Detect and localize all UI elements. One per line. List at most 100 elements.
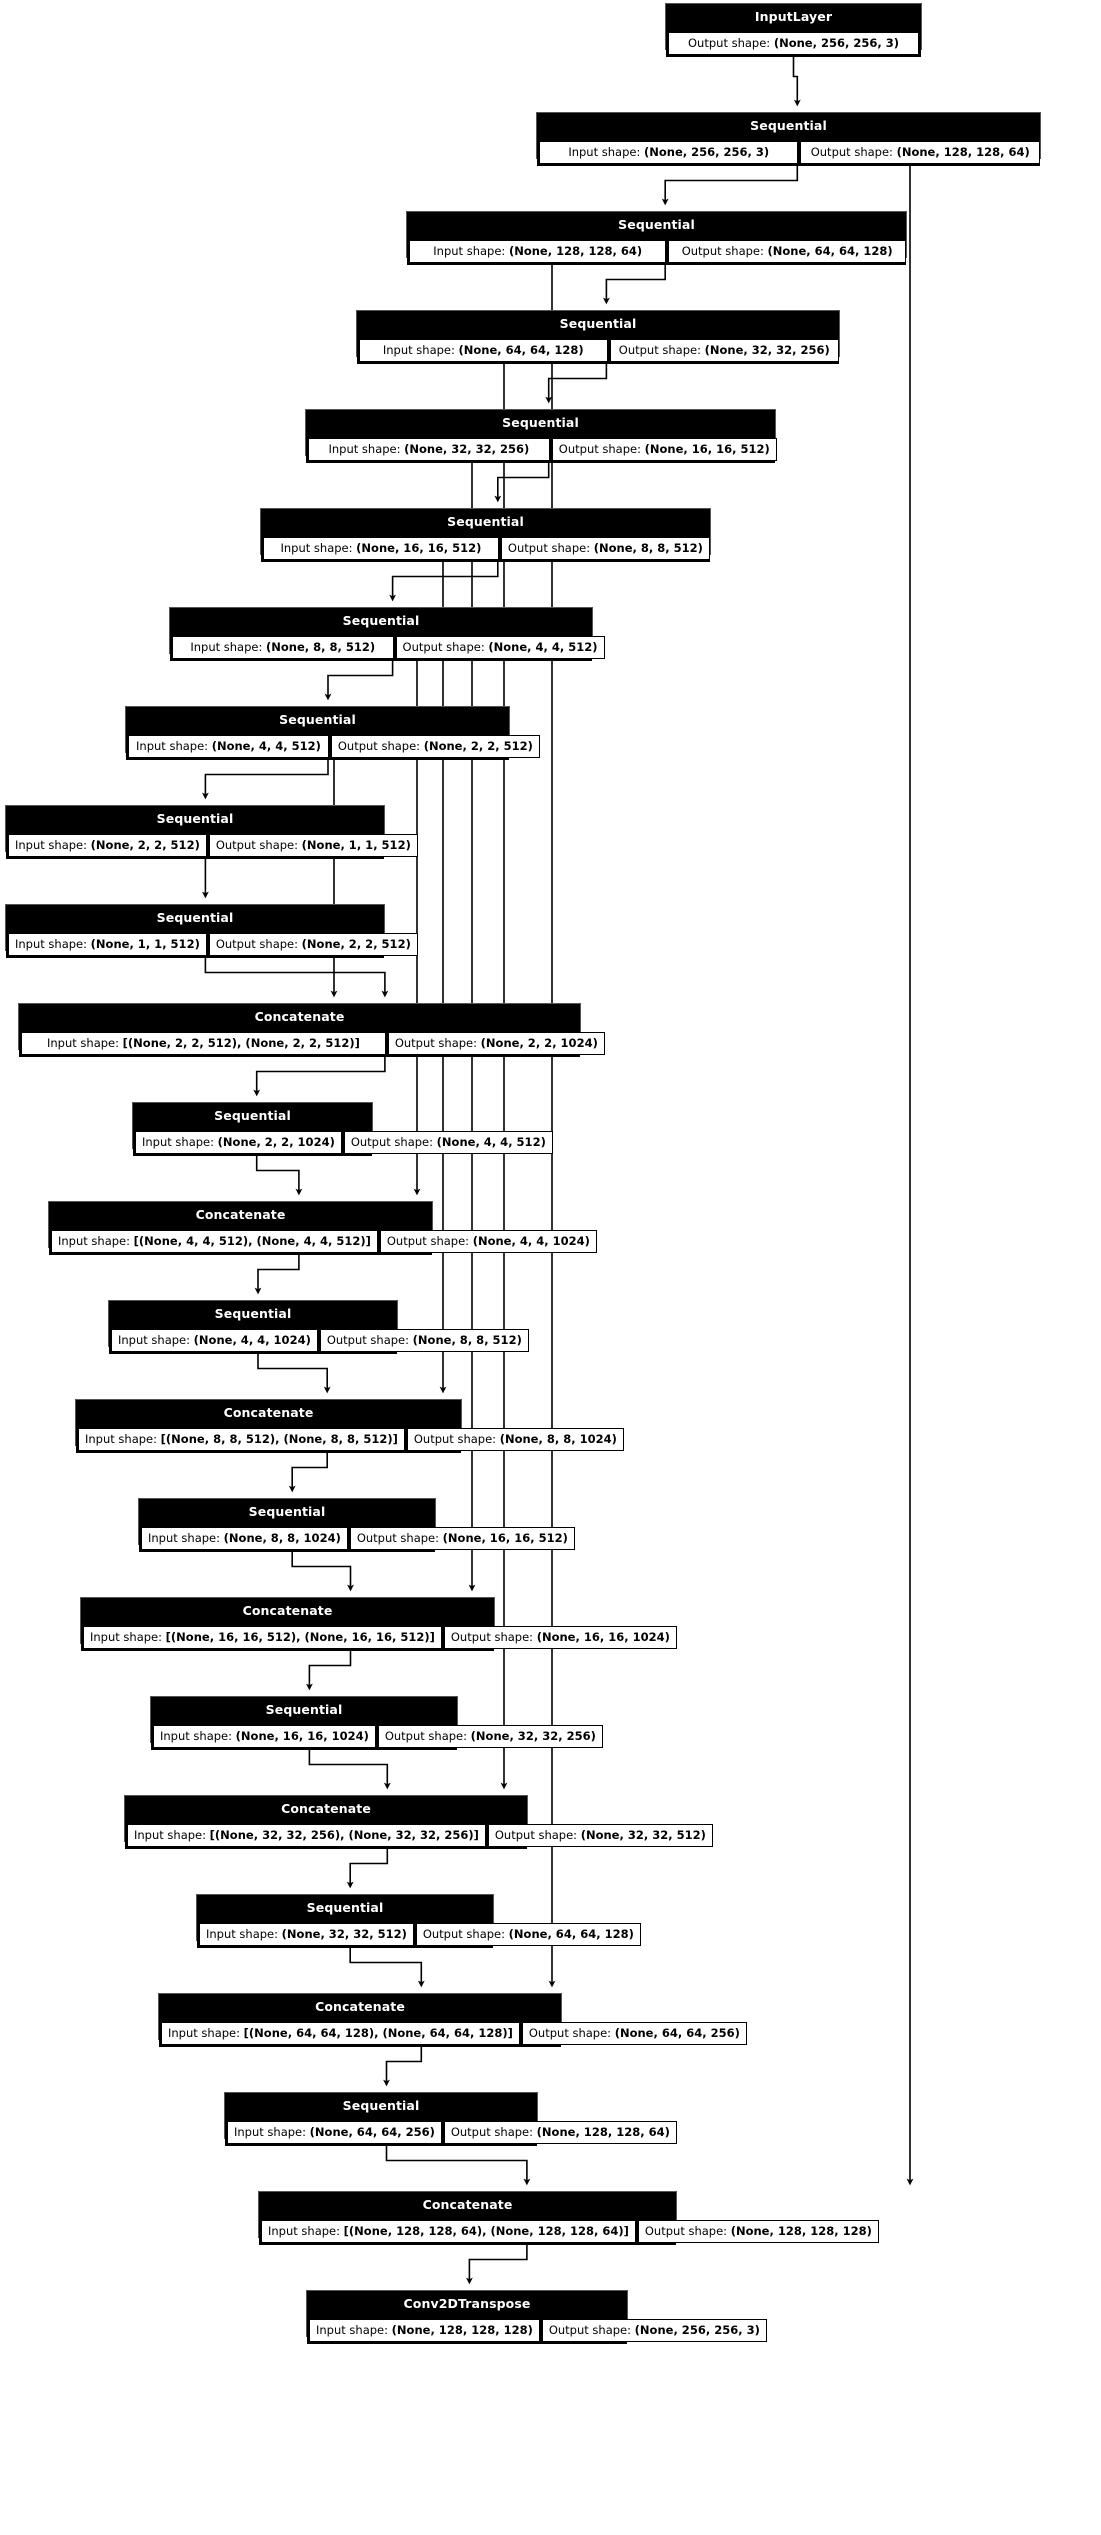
layer-type-label: Sequential — [306, 1900, 384, 1915]
output-shape: Output shape: (None, 128, 128, 64) — [443, 2120, 677, 2144]
layer-type-label: InputLayer — [754, 9, 833, 24]
output-shape: Output shape: (None, 2, 2, 1024) — [387, 1031, 605, 1055]
input-shape-label: Input shape: — [15, 837, 88, 852]
input-shape-value: (None, 1, 1, 512) — [90, 936, 200, 951]
layer-type-label: Sequential — [502, 415, 579, 430]
layer-shape-row: Input shape: (None, 2, 2, 512)Output sha… — [6, 833, 418, 859]
input-shape-value: [(None, 4, 4, 512), (None, 4, 4, 512)] — [133, 1233, 371, 1248]
output-shape-value: (None, 8, 8, 512) — [593, 540, 703, 555]
output-shape-label: Output shape: — [450, 1629, 534, 1644]
layer-shape-row: Input shape: [(None, 4, 4, 512), (None, … — [49, 1229, 597, 1255]
input-shape-label: Input shape: — [148, 1530, 221, 1545]
input-shape: Input shape: (None, 32, 32, 256) — [308, 437, 550, 461]
input-shape: Input shape: (None, 16, 16, 512) — [263, 536, 499, 560]
output-shape-label: Output shape: — [644, 2223, 728, 2238]
input-shape: Input shape: (None, 4, 4, 512) — [128, 734, 329, 758]
input-shape: Input shape: (None, 2, 2, 512) — [8, 833, 207, 857]
layer-type-label: Sequential — [265, 1702, 343, 1717]
edge-n1-to-n22 — [906, 158, 1030, 2186]
layer-shape-row: Input shape: (None, 8, 8, 512)Output sha… — [170, 635, 605, 661]
layer-type-label: Sequential — [342, 613, 420, 628]
input-shape-label: Input shape: — [206, 1926, 279, 1941]
output-shape-value: (None, 32, 32, 512) — [580, 1827, 706, 1842]
input-shape-value: (None, 32, 32, 512) — [281, 1926, 407, 1941]
layer-shape-row: Input shape: (None, 16, 16, 512)Output s… — [261, 536, 710, 562]
output-shape: Output shape: (None, 64, 64, 128) — [415, 1922, 641, 1946]
input-shape-value: (None, 128, 128, 128) — [391, 2322, 533, 2337]
output-shape-value: (None, 8, 8, 512) — [412, 1332, 522, 1347]
input-shape-label: Input shape: — [316, 2322, 389, 2337]
output-shape-label: Output shape: — [394, 1035, 478, 1050]
output-shape-label: Output shape: — [413, 1431, 497, 1446]
layer-type-label: Sequential — [248, 1504, 326, 1519]
layer-type-label: Sequential — [214, 1108, 291, 1123]
input-shape-label: Input shape: — [118, 1332, 191, 1347]
input-shape-label: Input shape: — [136, 738, 209, 753]
output-shape-value: (None, 4, 4, 512) — [488, 639, 598, 654]
input-shape-label: Input shape: — [234, 2124, 307, 2139]
input-shape-value: (None, 256, 256, 3) — [643, 144, 770, 159]
layer-type-label: Concatenate — [195, 1207, 286, 1222]
layer-shape-row: Input shape: [(None, 16, 16, 512), (None… — [81, 1625, 677, 1651]
input-shape-label: Input shape: — [328, 441, 401, 456]
output-shape-label: Output shape: — [810, 144, 893, 159]
output-shape-value: (None, 16, 16, 1024) — [536, 1629, 670, 1644]
output-shape: Output shape: (None, 16, 16, 512) — [551, 437, 777, 461]
input-shape-value: (None, 32, 32, 256) — [404, 441, 530, 456]
output-shape: Output shape: (None, 128, 128, 64) — [800, 140, 1040, 164]
output-shape: Output shape: (None, 32, 32, 512) — [487, 1823, 713, 1847]
output-shape-value: (None, 4, 4, 512) — [436, 1134, 546, 1149]
layer-type-label: Sequential — [342, 2098, 420, 2113]
input-shape: Input shape: (None, 2, 2, 1024) — [135, 1130, 342, 1154]
output-shape-value: (None, 128, 128, 64) — [536, 2124, 670, 2139]
input-shape-value: [(None, 128, 128, 64), (None, 128, 128, … — [343, 2223, 629, 2238]
output-shape: Output shape: (None, 8, 8, 1024) — [406, 1427, 624, 1451]
layer-type-label: Sequential — [214, 1306, 292, 1321]
input-shape-label: Input shape: — [168, 2025, 241, 2040]
input-shape: Input shape: [(None, 4, 4, 512), (None, … — [51, 1229, 378, 1253]
input-shape-value: (None, 16, 16, 512) — [356, 540, 482, 555]
input-shape-label: Input shape: — [268, 2223, 341, 2238]
layer-shape-row: Input shape: [(None, 2, 2, 512), (None, … — [19, 1031, 605, 1057]
output-shape: Output shape: (None, 64, 64, 128) — [668, 239, 906, 263]
output-shape-label: Output shape: — [215, 936, 299, 951]
input-shape: Input shape: (None, 1, 1, 512) — [8, 932, 207, 956]
input-shape-value: [(None, 32, 32, 256), (None, 32, 32, 256… — [209, 1827, 479, 1842]
output-shape-value: (None, 256, 256, 3) — [634, 2322, 760, 2337]
input-shape-label: Input shape: — [568, 144, 641, 159]
input-shape: Input shape: (None, 4, 4, 1024) — [111, 1328, 318, 1352]
input-shape-value: [(None, 2, 2, 512), (None, 2, 2, 512)] — [122, 1035, 360, 1050]
output-shape-label: Output shape: — [558, 441, 641, 456]
output-shape: Output shape: (None, 64, 64, 256) — [521, 2021, 747, 2045]
output-shape: Output shape: (None, 16, 16, 1024) — [443, 1625, 677, 1649]
input-shape: Input shape: (None, 64, 64, 128) — [359, 338, 608, 362]
output-shape-value: (None, 64, 64, 256) — [614, 2025, 740, 2040]
output-shape-label: Output shape: — [548, 2322, 632, 2337]
